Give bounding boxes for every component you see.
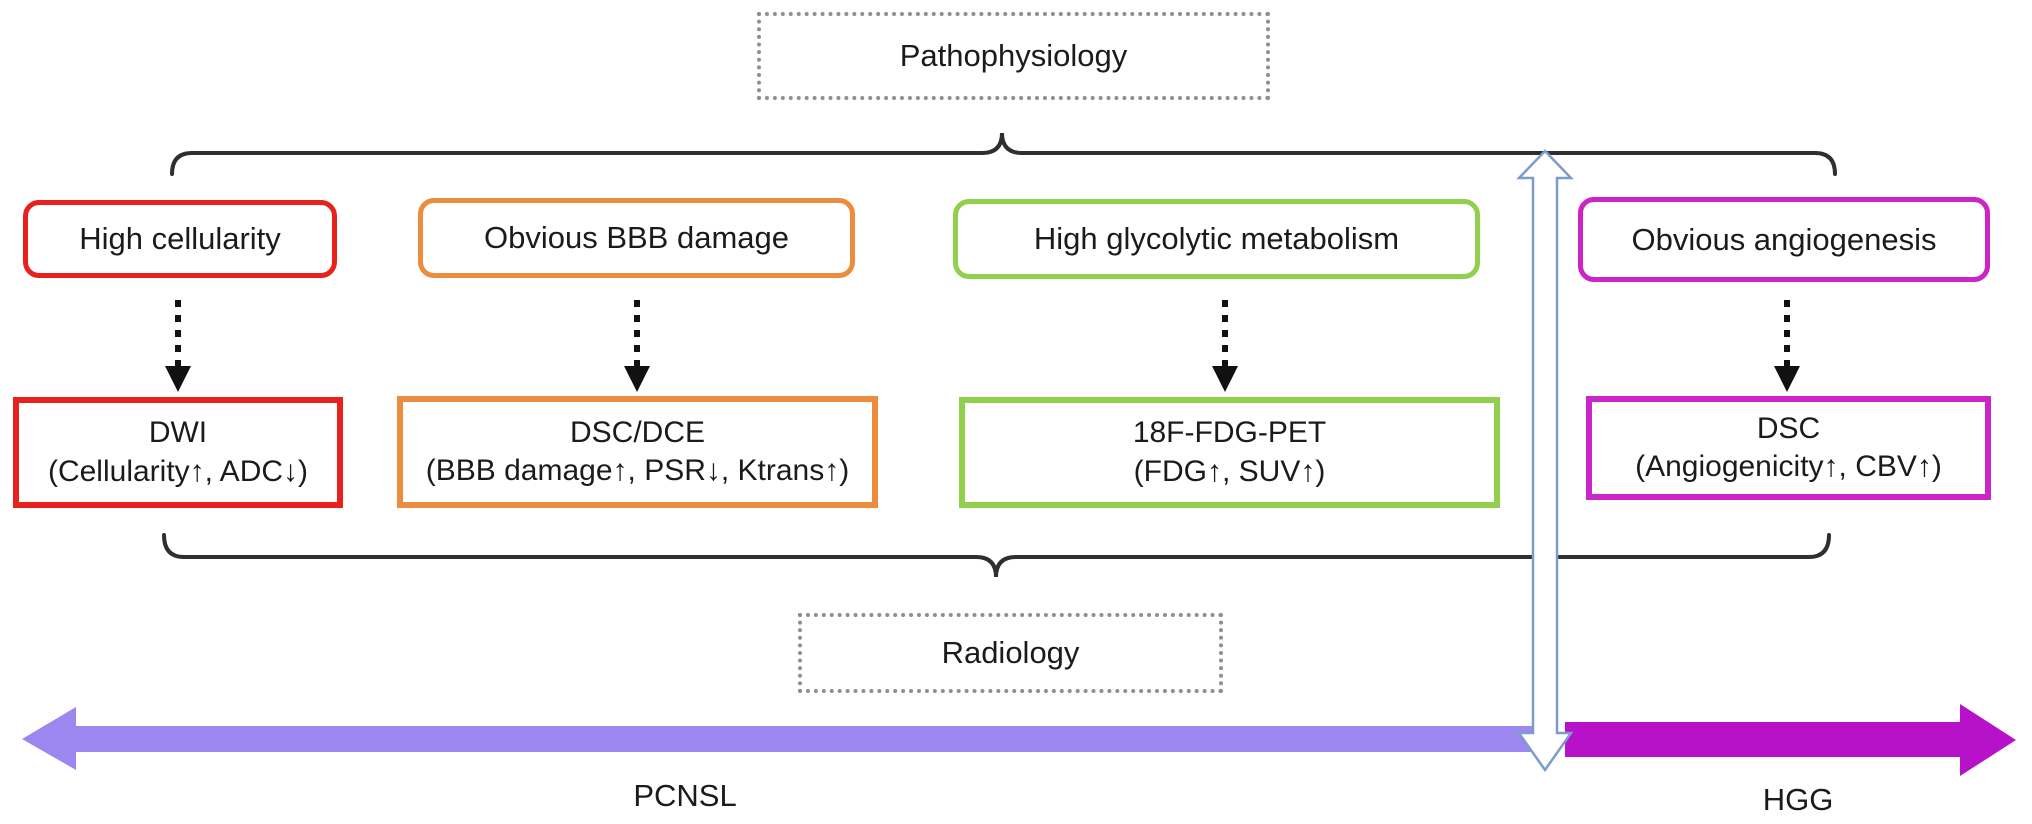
radiology-box: Radiology xyxy=(798,613,1223,693)
modality-findings: (FDG↑, SUV↑) xyxy=(1133,454,1326,488)
concept-box-angiogenesis: Obvious angiogenesis xyxy=(1578,197,1990,282)
modality-name: DSC xyxy=(1756,411,1821,445)
concept-label: Obvious angiogenesis xyxy=(1631,221,1937,257)
concept-box-glycolytic-metabolism: High glycolytic metabolism xyxy=(953,199,1480,279)
modality-findings: (Angiogenicity↑, CBV↑) xyxy=(1635,450,1942,483)
modality-box-dsc: DSC (Angiogenicity↑, CBV↑) xyxy=(1586,396,1991,500)
concept-label: High cellularity xyxy=(79,221,281,256)
modality-box-fdg-pet: 18F-FDG-PET (FDG↑, SUV↑) xyxy=(959,397,1500,508)
vertical-double-arrow-icon xyxy=(1516,149,1574,773)
hgg-spectrum-arrow xyxy=(1565,704,2016,776)
top-brace-icon xyxy=(170,132,1837,176)
modality-box-dsc-dce: DSC/DCE (BBB damage↑, PSR↓, Ktrans↑) xyxy=(397,396,878,508)
pcnsl-spectrum-arrow xyxy=(22,707,1533,770)
pathophysiology-label: Pathophysiology xyxy=(899,38,1128,73)
modality-findings: (BBB damage↑, PSR↓, Ktrans↑) xyxy=(425,454,850,487)
bottom-brace-icon xyxy=(162,533,1831,578)
concept-box-bbb-damage: Obvious BBB damage xyxy=(418,198,855,278)
hgg-label: HGG xyxy=(1762,782,1834,817)
concept-label: High glycolytic metabolism xyxy=(1033,221,1400,256)
modality-name: DWI xyxy=(148,416,208,450)
pcnsl-label: PCNSL xyxy=(633,778,737,813)
modality-name: 18F-FDG-PET xyxy=(1132,416,1327,450)
modality-findings: (Cellularity↑, ADC↓) xyxy=(47,454,309,488)
radiology-label: Radiology xyxy=(941,635,1080,670)
dotted-down-arrow-angiogenesis xyxy=(1774,300,1800,392)
concept-label: Obvious BBB damage xyxy=(483,220,789,255)
pathophysiology-box: Pathophysiology xyxy=(757,12,1270,100)
dotted-down-arrow-bbb xyxy=(624,300,650,392)
modality-box-dwi: DWI (Cellularity↑, ADC↓) xyxy=(13,397,343,508)
dotted-down-arrow-metabolism xyxy=(1212,300,1238,392)
concept-box-high-cellularity: High cellularity xyxy=(23,200,337,278)
dotted-down-arrow-cellularity xyxy=(165,300,191,392)
modality-name: DSC/DCE xyxy=(569,415,705,449)
